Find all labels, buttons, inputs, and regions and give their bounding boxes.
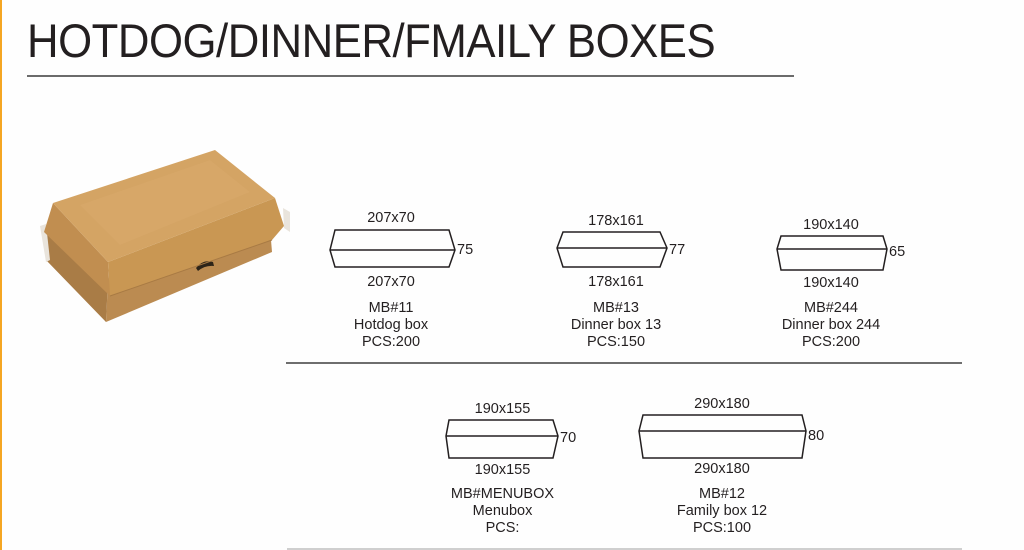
bottom-rule <box>287 548 962 550</box>
box-outline-icon <box>638 414 807 459</box>
product-info: MB#244 Dinner box 244 PCS:200 <box>760 300 902 351</box>
title-underline <box>27 75 794 77</box>
top-dimension: 178x161 <box>588 213 644 229</box>
top-dimension: 290x180 <box>694 396 750 412</box>
product-card-mb11: 207x70 75 207x70 MB#11 Hotdog box PCS:20… <box>320 205 490 360</box>
top-dimension: 207x70 <box>367 210 415 226</box>
product-pcs: PCS:150 <box>586 334 646 350</box>
box-seam-line <box>109 239 273 297</box>
product-name: Menubox <box>472 503 533 519</box>
product-name: Family box 12 <box>676 503 768 519</box>
height-dimension: 75 <box>457 242 474 258</box>
product-info: MB#MENUBOX Menubox PCS: <box>430 486 575 537</box>
bottom-dimension: 178x161 <box>588 274 644 290</box>
height-dimension: 65 <box>889 244 906 260</box>
bottom-dimension: 290x180 <box>694 461 750 477</box>
product-info: MB#11 Hotdog box PCS:200 <box>320 300 462 351</box>
box-lid-front <box>108 198 284 296</box>
box-inner-edge-left <box>40 224 50 262</box>
box-inner-edge-right <box>283 208 290 232</box>
box-outline-icon <box>329 229 456 268</box>
product-info: MB#12 Family box 12 PCS:100 <box>620 486 824 537</box>
height-dimension: 70 <box>560 430 577 446</box>
box-base-end <box>42 228 108 322</box>
product-code: MB#12 <box>699 486 745 502</box>
bottom-dimension: 190x140 <box>803 275 859 291</box>
page-title: HOTDOG/DINNER/FMAILY BOXES <box>27 14 716 67</box>
box-lid-end <box>44 203 110 296</box>
product-code: MB#244 <box>803 300 858 316</box>
box-outline-icon <box>556 231 668 268</box>
product-pcs: PCS:100 <box>692 520 752 536</box>
product-card-menubox: 190x155 70 190x155 MB#MENUBOX Menubox PC… <box>430 392 600 547</box>
top-dimension: 190x140 <box>803 217 859 233</box>
top-dimension: 190x155 <box>474 401 531 417</box>
product-code: MB#11 <box>368 300 414 316</box>
row-separator <box>286 362 962 364</box>
bottom-dimension: 190x155 <box>474 462 531 478</box>
product-card-mb13: 178x161 77 178x161 MB#13 Dinner box 13 P… <box>540 205 710 360</box>
product-pcs: PCS: <box>485 520 520 536</box>
height-dimension: 77 <box>669 242 686 258</box>
box-tab-slot-icon <box>196 261 214 271</box>
box-outline-icon <box>445 419 559 459</box>
product-name: Dinner box 13 <box>570 317 662 333</box>
product-pcs: PCS:200 <box>361 334 421 350</box>
product-card-mb12: 290x180 80 290x180 MB#12 Family box 12 P… <box>620 388 840 548</box>
product-code: MB#MENUBOX <box>450 486 555 502</box>
product-name: Hotdog box <box>353 317 429 333</box>
product-name: Dinner box 244 <box>781 317 881 333</box>
product-card-mb244: 190x140 65 190x140 MB#244 Dinner box 244… <box>760 205 930 360</box>
product-pcs: PCS:200 <box>801 334 861 350</box>
product-info: MB#13 Dinner box 13 PCS:150 <box>540 300 692 351</box>
bottom-dimension: 207x70 <box>367 274 415 290</box>
product-photo <box>40 150 290 322</box>
left-accent-bar <box>0 0 2 550</box>
product-code: MB#13 <box>593 300 639 316</box>
box-lid-highlight <box>80 160 250 245</box>
height-dimension: 80 <box>808 428 825 444</box>
box-outline-icon <box>776 235 888 271</box>
